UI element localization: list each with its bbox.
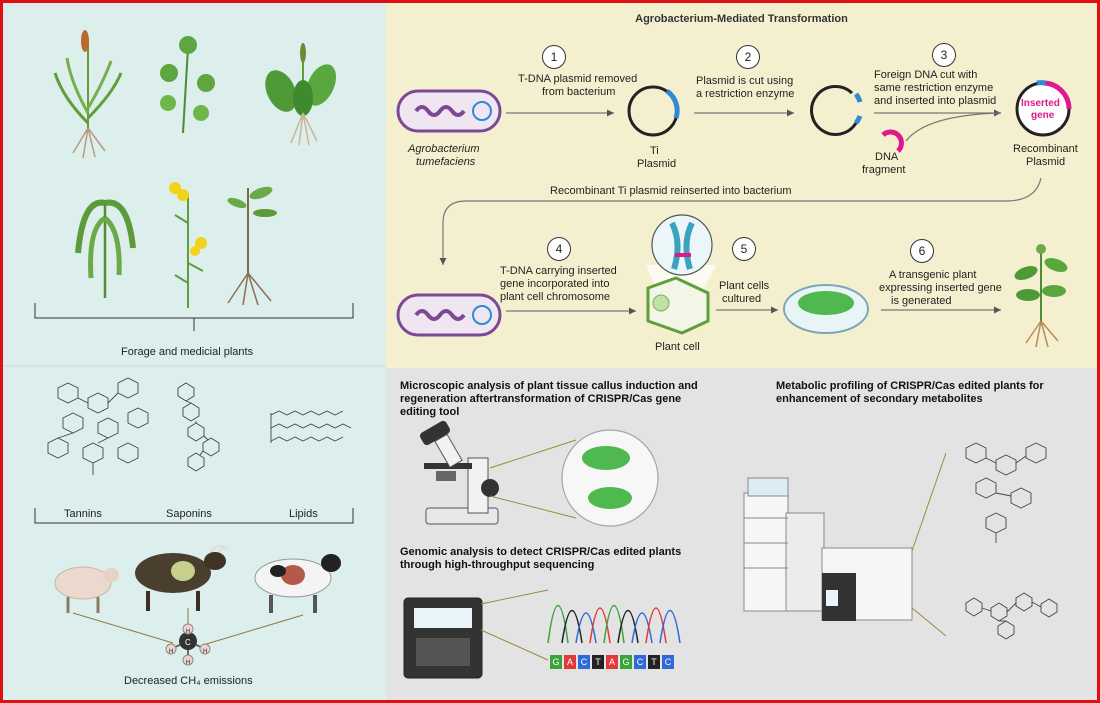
methane-h-label: H [169,649,174,655]
step-number-4: 4 [547,237,571,261]
methane-emissions-label: Decreased CH₄ emissions [124,675,253,687]
step-2-line-2: a restriction enzyme [696,88,795,100]
step-4-line-3: plant cell chromosome [500,291,611,303]
left-illustrations [3,30,386,666]
clover-plant-icon [160,36,215,134]
lipid-structure-icon [270,410,352,443]
hplc-instrument-icon [743,477,913,621]
microscope-icon [419,420,499,525]
dna-fragment-icon [881,129,904,153]
analysis-panel: Microscopic analysis of plant tissue cal… [386,368,1097,700]
agrobacterium-icon [396,89,502,133]
recombinant-plasmid-icon [1015,80,1072,137]
step-number-2: 2 [736,45,760,69]
saponin-structure-icon [177,382,220,472]
analysis-illustrations [403,420,1058,679]
sequence-base: C [634,655,646,669]
inserted-gene-label-line-1: Inserted [1021,98,1060,109]
step-6-line-3: is generated [891,295,952,307]
step-6-line-2: expressing inserted gene [879,282,1002,294]
metabolite-structure-icon [965,442,1047,543]
cut-plasmid-icon [810,85,863,136]
cow-icon [254,554,341,613]
sequence-base: A [564,655,576,669]
tannins-label: Tannins [64,508,102,520]
petri-dish-icon [783,284,869,334]
agrobacterium-transformation-panel: Agrobacterium-Mediated Transformation 1 … [386,3,1097,368]
tannin-structure-icon [47,377,149,475]
methane-h-label: H [203,649,208,655]
diagram-title: Agrobacterium-Mediated Transformation [635,13,848,25]
metabolic-heading: Metabolic profiling of CRISPR/Cas edited… [776,380,1044,405]
dna-fragment-label-line-2: fragment [862,164,906,176]
transformation-illustrations [396,80,1072,348]
methane-carbon-label: C [185,638,191,647]
step-number-5: 5 [732,237,756,261]
plant-cell-icon [646,276,710,335]
methane-h-label: H [186,660,191,666]
agrobacterium-icon [396,293,502,337]
forage-plants-label: Forage and medicial plants [121,346,254,358]
sheep-icon [54,566,119,613]
step-4-line-2: gene incorporated into [500,278,610,290]
dna-fragment-label-line-1: DNA [875,151,899,163]
bacterium-name-line-1: Agrobacterium [408,143,480,155]
step-3-line-3: and inserted into plasmid [874,95,997,107]
step-number-6: 6 [910,239,934,263]
step-5-line-1: Plant cells [719,280,770,292]
sequence-base: T [592,655,604,669]
saponin-metabolite-icon [965,592,1058,640]
canola-plant-icon [169,182,207,308]
bacterium-name-line-2: tumefaciens [416,156,476,168]
grass-plant-icon [53,30,123,159]
step-5-line-2: cultured [722,293,762,305]
step-number-3: 3 [932,43,956,67]
microscopy-heading: Microscopic analysis of plant tissue cal… [400,380,698,418]
sequence-base: C [578,655,590,669]
ti-plasmid-icon [627,85,680,137]
sequencer-icon [403,597,483,679]
step-4-line-1: T-DNA carrying inserted [500,265,617,277]
step-6-line-1: A transgenic plant [889,269,977,281]
plantain-plant-icon [265,43,337,146]
step-number-1: 1 [542,45,566,69]
step-1-line-2: from bacterium [542,86,616,98]
sequence-base: G [620,655,632,669]
step-3-line-2: same restriction enzyme [874,82,994,94]
inserted-gene-label-line-2: gene [1031,110,1055,121]
recombinant-plasmid-label-line-1: Recombinant [1013,143,1078,155]
step-3-line-1: Foreign DNA cut with [874,69,978,81]
transgenic-plant-icon [1014,244,1068,348]
recombinant-plasmid-label-line-2: Plasmid [1026,156,1066,168]
chromatogram-icon [547,605,681,644]
sequence-base: G [550,655,562,669]
methane-molecule-icon [165,623,211,666]
step-2-line-1: Plasmid is cut using [696,75,794,87]
lipids-label: Lipids [289,508,318,520]
ti-plasmid-label-line-2: Plasmid [637,158,677,170]
left-panel-forage: C H H H H Forage and medicial plants Tan… [3,3,386,700]
sequence-base: C [662,655,674,669]
sequence-base: A [606,655,618,669]
bull-icon [135,544,230,611]
ti-plasmid-label-line-1: Ti [650,145,659,157]
methane-h-label: H [186,629,191,635]
sequence-bases: G A C T A G C T C [550,655,674,669]
step-1-line-1: T-DNA plasmid removed [518,73,638,85]
saponins-label: Saponins [166,508,212,520]
plant-cell-label: Plant cell [655,341,700,353]
willow-plant-icon [75,199,136,298]
reinserted-label: Recombinant Ti plasmid reinserted into b… [550,185,792,197]
herb-plant-icon [227,186,277,306]
sequence-base: T [648,655,660,669]
genomic-heading: Genomic analysis to detect CRISPR/Cas ed… [400,546,682,571]
callus-magnified-icon [561,429,659,527]
